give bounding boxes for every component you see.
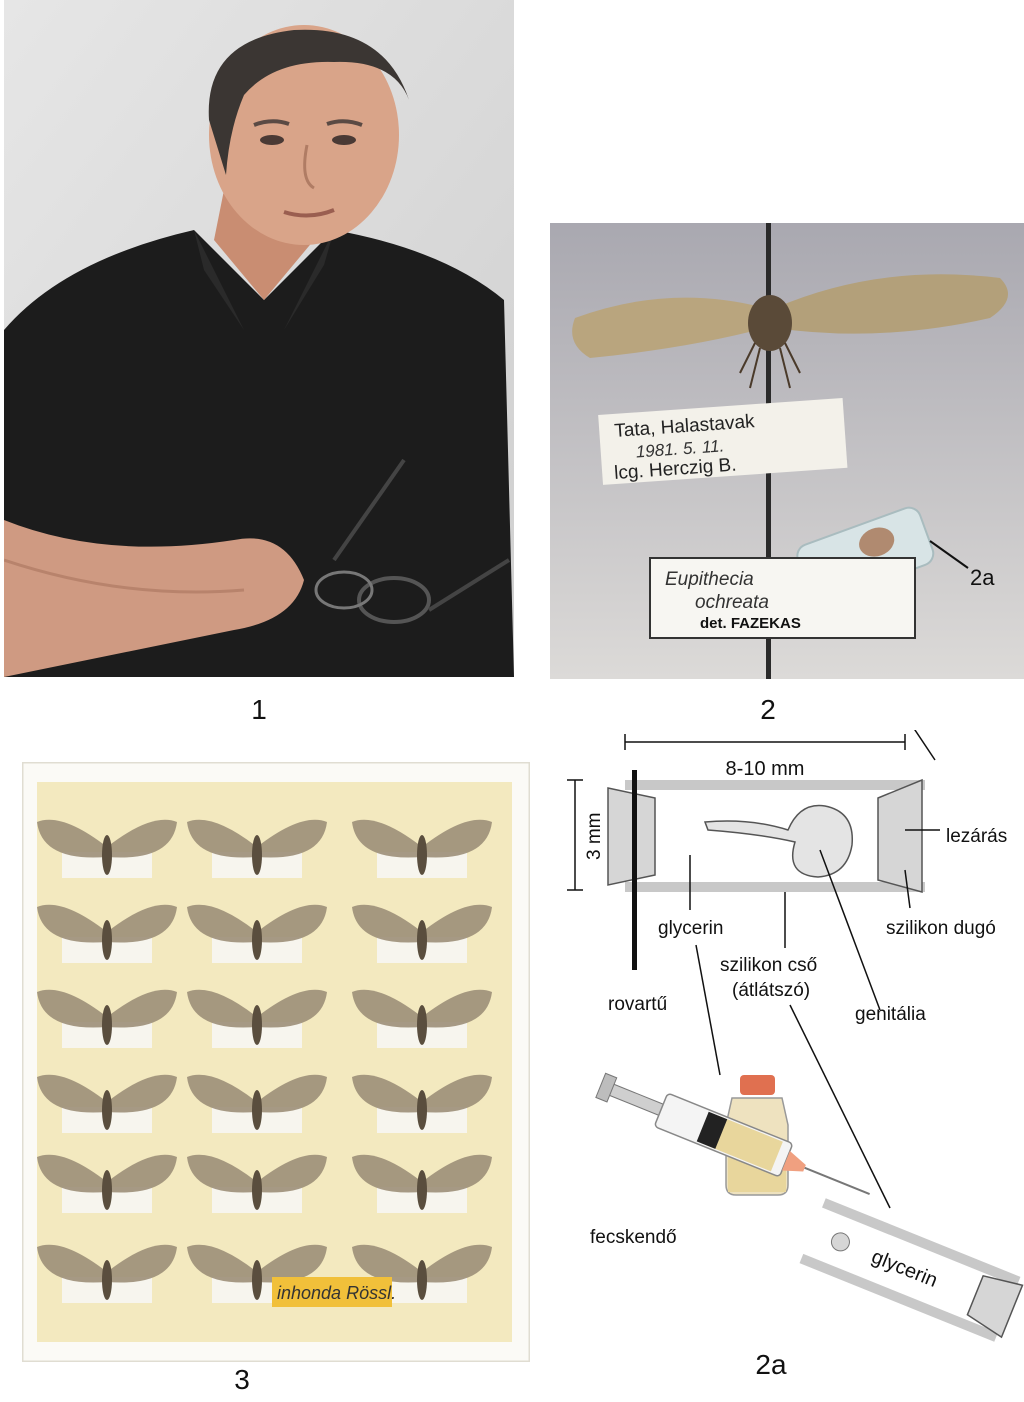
callout-label: 2a — [970, 565, 995, 590]
length-label: 8-10 mm — [726, 758, 805, 780]
figure-number-1: 1 — [251, 694, 267, 725]
hand — [4, 520, 304, 677]
callout-line — [929, 540, 969, 569]
syringe — [595, 1072, 870, 1195]
right-plug — [877, 778, 923, 893]
det-line3: det. FAZEKAS — [700, 615, 801, 632]
pinned-moth — [352, 819, 492, 878]
portrait-photo — [4, 0, 514, 677]
hair — [208, 29, 409, 175]
glycerin-label: glycerin — [658, 918, 723, 939]
pinned-moth — [37, 1074, 177, 1133]
pinned-moth — [37, 1154, 177, 1213]
silicone-tube-label-line1: szilikon cső — [720, 955, 817, 976]
schematic-svg: 8-10 mm 3 mm glycerin lezárás szilikon d… — [567, 730, 1024, 1342]
insect-pin-label: rovartű — [608, 994, 667, 1015]
genitalia-label: genitália — [855, 1004, 926, 1025]
pinned-moth — [37, 1244, 177, 1303]
syringe-label: fecskendő — [590, 1227, 677, 1248]
figure-number-2: 2 — [760, 694, 776, 725]
moth-body — [748, 295, 792, 351]
species-label: inhonda Rössl. — [277, 1283, 396, 1303]
pinned-moth — [187, 989, 327, 1048]
det-line2: ochreata — [695, 592, 769, 613]
pinned-moth — [187, 1074, 327, 1133]
moth-right-wing — [775, 274, 1008, 334]
pinned-moth — [187, 819, 327, 878]
genitalia-shape — [703, 804, 853, 878]
pinned-moth — [37, 819, 177, 878]
pinned-moth — [352, 1154, 492, 1213]
closure-label: lezárás — [946, 826, 1007, 847]
schematic-diagram: 8-10 mm 3 mm glycerin lezárás szilikon d… — [550, 730, 1024, 1350]
diameter-label: 3 mm — [584, 813, 605, 861]
collection-box-illustration: inhonda Rössl. — [22, 762, 530, 1362]
pinned-moth — [37, 989, 177, 1048]
species-label-strip — [272, 1277, 392, 1307]
glasses — [357, 576, 431, 624]
det-line1: Eupithecia — [665, 569, 754, 590]
determination-label — [649, 557, 916, 639]
tube-with-glycerin: glycerin — [799, 1198, 1024, 1342]
pinned-moth — [37, 904, 177, 963]
locality-label: Tata, Halastavak 1981. 5. 11. lcg. Hercz… — [598, 397, 848, 485]
pinned-moth — [187, 1154, 327, 1213]
pinned-moth — [352, 904, 492, 963]
collection-box-photo: inhonda Rössl. — [22, 762, 530, 1362]
silicone-plug-label: szilikon dugó — [886, 918, 996, 939]
figure-number-2a: 2a — [755, 1349, 787, 1380]
figure-number-3: 3 — [234, 1364, 250, 1395]
left-plug — [607, 787, 656, 886]
pin — [632, 770, 637, 970]
pinned-moth-photo: Tata, Halastavak 1981. 5. 11. lcg. Hercz… — [550, 223, 1024, 679]
pinned-moth-illustration: Tata, Halastavak 1981. 5. 11. lcg. Hercz… — [550, 223, 1024, 679]
pinned-moth — [187, 904, 327, 963]
tube-bottom-wall — [625, 882, 925, 892]
silicone-tube-label-line2: (átlátszó) — [732, 980, 810, 1001]
tube-top-wall — [625, 780, 925, 790]
moth-left-wing — [572, 297, 765, 358]
pinned-moth — [352, 989, 492, 1048]
pinned-moth — [352, 1074, 492, 1133]
portrait-illustration — [4, 0, 514, 677]
moth-grid — [37, 819, 492, 1303]
